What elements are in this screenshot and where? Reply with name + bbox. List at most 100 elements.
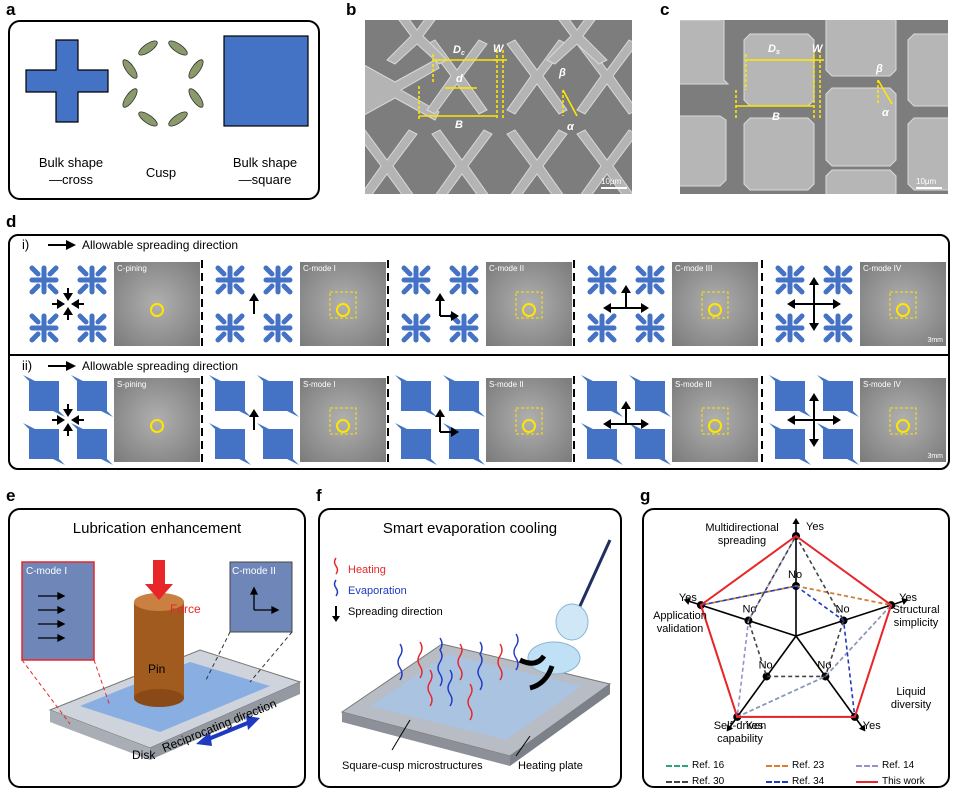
panel-a-shapes xyxy=(25,35,309,127)
row-i-legend-text: Allowable spreading direction xyxy=(82,238,239,252)
panel-d-row-divider xyxy=(9,354,949,356)
no-label: No xyxy=(817,659,831,671)
square-cusp-label: Square-cusp microstructures xyxy=(342,760,483,772)
panel-label-a: a xyxy=(6,0,16,19)
inset-left-label: C-mode I xyxy=(26,566,68,577)
cross-schematic xyxy=(401,265,479,343)
yes-label: Yes xyxy=(745,720,763,732)
sem-square-pattern: D s W B β α 10μm xyxy=(680,20,948,194)
thumb-label: S-mode IV xyxy=(863,380,901,389)
panel-e-title: Lubrication enhancement xyxy=(72,520,242,537)
thumb-label: S-mode I xyxy=(303,380,336,389)
row-ii-legend-text: Allowable spreading direction xyxy=(82,359,239,373)
legend-item: Ref. 23 xyxy=(766,760,824,771)
thumb-scale-bar: 3mm xyxy=(927,453,943,460)
svg-text:α: α xyxy=(882,107,890,119)
scale-bar-c: 10μm xyxy=(916,177,937,186)
cross-caption: Bulk shape —cross xyxy=(38,155,104,187)
cusp-shape xyxy=(122,40,204,127)
panel-d-separators xyxy=(201,260,763,465)
row-i-thumb: C-pining xyxy=(114,262,200,346)
legend-arrow-icon xyxy=(48,240,76,250)
svg-text:s: s xyxy=(776,49,780,56)
legend-swatch xyxy=(766,764,788,767)
legend-arrow-icon xyxy=(48,361,76,371)
cross-schematic xyxy=(587,265,665,343)
row-i-thumb: C-mode I xyxy=(300,262,386,346)
row-ii-thumb: S-mode II xyxy=(486,378,572,462)
panel-e-frame: Lubrication enhancement xyxy=(8,508,306,788)
evaporation-illustration xyxy=(332,539,612,766)
legend-item: This work xyxy=(856,776,925,787)
no-label: No xyxy=(759,659,773,671)
cross-schematic xyxy=(775,265,853,343)
legend-label: Ref. 30 xyxy=(692,776,725,787)
sem-image-square-cusp: D s W B β α 10μm xyxy=(680,20,948,194)
thumb-label: C-mode II xyxy=(489,264,525,273)
square-schematic xyxy=(395,375,485,465)
svg-text:B: B xyxy=(455,119,463,131)
row-ii-thumb: S-mode IV 3mm xyxy=(860,378,946,462)
legend-item: Ref. 30 xyxy=(666,776,724,787)
legend-evaporation: Evaporation xyxy=(348,585,407,597)
legend-swatch xyxy=(666,764,688,767)
cusp-caption: Cusp xyxy=(145,165,177,180)
legend-swatch xyxy=(856,780,878,783)
axis-label-liquid: Liquid diversity xyxy=(890,686,932,711)
square-shape xyxy=(223,35,309,127)
no-label: No xyxy=(788,569,802,581)
legend-heating: Heating xyxy=(348,564,386,576)
panel-label-g: g xyxy=(640,486,651,505)
svg-text:c: c xyxy=(461,50,465,57)
square-schematic xyxy=(581,375,671,465)
radar-series xyxy=(699,534,893,718)
legend-label: This work xyxy=(882,776,925,787)
square-schematic xyxy=(23,375,113,465)
thumb-label: S-pining xyxy=(117,380,147,389)
legend-item: Ref. 34 xyxy=(766,776,824,787)
panel-label-b: b xyxy=(346,0,357,19)
Ds-label: D xyxy=(768,43,776,55)
yes-label: Yes xyxy=(899,592,917,604)
legend-spreading: Spreading direction xyxy=(348,606,443,618)
inset-right-label: C-mode II xyxy=(232,566,276,577)
panel-f-frame: Smart evaporation cooling xyxy=(318,508,622,788)
thumb-label: S-mode II xyxy=(489,380,524,389)
force-label: Force xyxy=(170,602,201,616)
legend-item: Ref. 16 xyxy=(666,760,724,771)
axis-label-structural: Structural simplicity xyxy=(892,604,940,629)
svg-text:d: d xyxy=(456,73,463,85)
svg-text:W: W xyxy=(812,43,824,55)
row-ii-roman: ii) xyxy=(22,358,33,373)
legend-label: Ref. 23 xyxy=(792,760,825,771)
legend-label: Ref. 14 xyxy=(882,760,915,771)
yes-label: Yes xyxy=(863,720,881,732)
cross-shape xyxy=(25,39,109,123)
square-caption: Bulk shape —square xyxy=(232,155,298,187)
axis-label-multidirectional: Multidirectional spreading xyxy=(705,522,779,547)
thumb-label: C-pining xyxy=(117,264,147,273)
svg-text:W: W xyxy=(493,43,505,55)
legend-label: Ref. 16 xyxy=(692,760,725,771)
square-schematic xyxy=(209,375,299,465)
row-i-thumb: C-mode II xyxy=(486,262,572,346)
row-i-thumb: C-mode III xyxy=(672,262,758,346)
cross-schematic xyxy=(215,265,293,343)
cross-schematic xyxy=(29,265,107,343)
legend-item: Ref. 14 xyxy=(856,760,914,771)
legend-swatch xyxy=(666,780,688,783)
svg-text:β: β xyxy=(558,67,566,79)
thumb-label: S-mode III xyxy=(675,380,712,389)
square-schematic xyxy=(769,375,859,465)
scale-bar-b: 10μm xyxy=(601,177,622,186)
axis-label-selfdriven: Self-driven capability xyxy=(713,720,767,745)
thumb-label: C-mode I xyxy=(303,264,336,273)
axis-label-application: Application validation xyxy=(653,610,707,635)
radar-series xyxy=(747,534,845,678)
row-i-roman: i) xyxy=(22,237,30,252)
row-ii-thumb: S-pining xyxy=(114,378,200,462)
pin-label: Pin xyxy=(148,662,166,676)
